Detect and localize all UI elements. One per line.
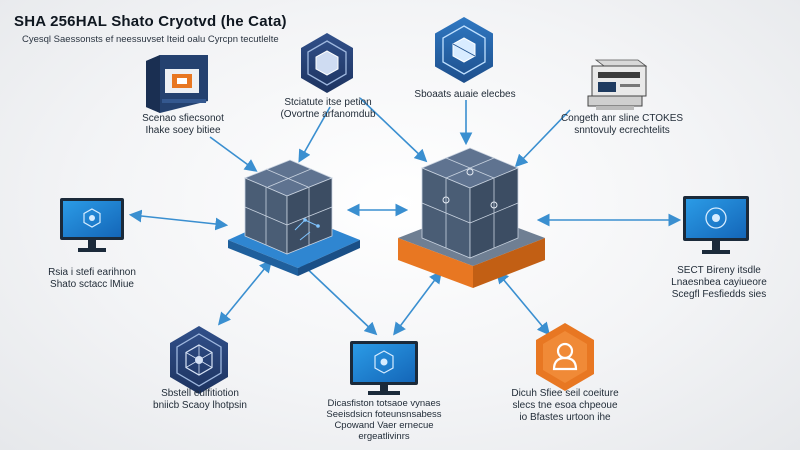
top-center-hex-label-line2: (Ovortne arfanomdub [280, 109, 376, 120]
right-monitor-label-line3: Scegfl Fesfiedds sies [671, 289, 767, 300]
blockchain-cube-icon [398, 147, 545, 288]
monitor-icon [350, 341, 418, 395]
left-monitor-label-line1: Rsia i stefi earihnon [48, 267, 136, 278]
page-subtitle: Cyesql Saessonsts ef neessuvset Iteid oa… [22, 34, 279, 45]
bottom-left-hex-label: Sbstell eulfitiotion bniicb Scaoy lhotps… [135, 388, 265, 412]
bottom-center-monitor-label-line2: Seeisdsicn foteunsnsabess [326, 409, 442, 420]
arrow-cube-to-bottom-center [297, 259, 378, 336]
printer-label-line1: Congeth anr sline CTOKES [560, 113, 684, 124]
left-monitor-label: Rsia i stefi earihnon Shato sctacc lMiue [30, 267, 154, 291]
monitor-icon [683, 196, 749, 254]
bottom-right-hex-label-line2: slecs tne esoa chpeoue [512, 400, 618, 411]
arrow-tophex-to-left-cube [298, 106, 331, 163]
bottom-left-hex-label-line1: Sbstell eulfitiotion [161, 388, 239, 399]
bottom-center-monitor-label-line1: Dicasfiston totsaoe vynaes [327, 398, 441, 409]
left-monitor-label-line2: Shato sctacc lMiue [50, 279, 134, 290]
right-monitor-label: SECT Bireny itsdle Lnaesnbea cayiueore S… [655, 265, 783, 301]
arrow-right-cube-to-bottom-right [495, 270, 551, 336]
top-center-hex-label-line1: Stciatute itse petion [284, 97, 372, 108]
top-right-hex-label-line1: Sboaats auaie elecbes [414, 89, 516, 100]
printer-label: Congeth anr sline CTOKES snntovuly ecrec… [552, 113, 692, 137]
bottom-center-monitor-label-line3: Cpowand Vaer ernecue [334, 420, 434, 431]
cube-hex-icon [301, 33, 353, 93]
blockchain-cube-icon [228, 159, 360, 276]
arrow-tophex-to-right-cube [359, 97, 428, 163]
network-hex-icon [170, 326, 228, 394]
arrow-server-to-left-cube [209, 136, 258, 172]
connector-arrows [128, 97, 682, 336]
bottom-right-hex-label-line1: Dicuh Sfiee seil coeiture [511, 388, 619, 399]
printer-icon [587, 59, 648, 110]
arrow-right-cube-to-bottom-center [393, 270, 442, 336]
user-hex-icon [536, 323, 594, 391]
right-monitor-label-line1: SECT Bireny itsdle [677, 265, 761, 276]
server-label: Scenao sfiecsonot Ihake soey bitiee [118, 113, 248, 137]
bottom-right-hex-label: Dicuh Sfiee seil coeiture slecs tne esoa… [495, 388, 635, 424]
arrow-cube-to-bottom-left [217, 259, 273, 326]
bottom-center-monitor-label: Dicasfiston totsaoe vynaes Seeisdsicn fo… [318, 398, 450, 442]
cube-hex-icon [435, 17, 493, 83]
bottom-left-hex-label-line2: bniicb Scaoy lhotpsin [153, 400, 247, 411]
top-right-hex-label: Sboaats auaie elecbes [400, 89, 530, 101]
printer-label-line2: snntovuly ecrechtelits [574, 125, 670, 136]
page-title: SHA 256HAL Shato Cryotvd (he Cata) [14, 13, 287, 30]
top-center-hex-label: Stciatute itse petion (Ovortne arfanomdu… [258, 97, 398, 121]
bottom-right-hex-label-line3: io Bfastes urtoon ihe [519, 412, 611, 423]
right-monitor-label-line2: Lnaesnbea cayiueore [671, 277, 767, 288]
monitor-icon [60, 198, 124, 252]
server-icon [146, 55, 208, 113]
arrow-printer-to-right-cube [514, 109, 571, 168]
arrow-left-monitor-to-cube [128, 209, 229, 231]
server-label-line2: Ihake soey bitiee [145, 125, 221, 136]
server-label-line1: Scenao sfiecsonot [142, 113, 224, 124]
bottom-center-monitor-label-line4: ergeatlivinrs [358, 431, 410, 442]
